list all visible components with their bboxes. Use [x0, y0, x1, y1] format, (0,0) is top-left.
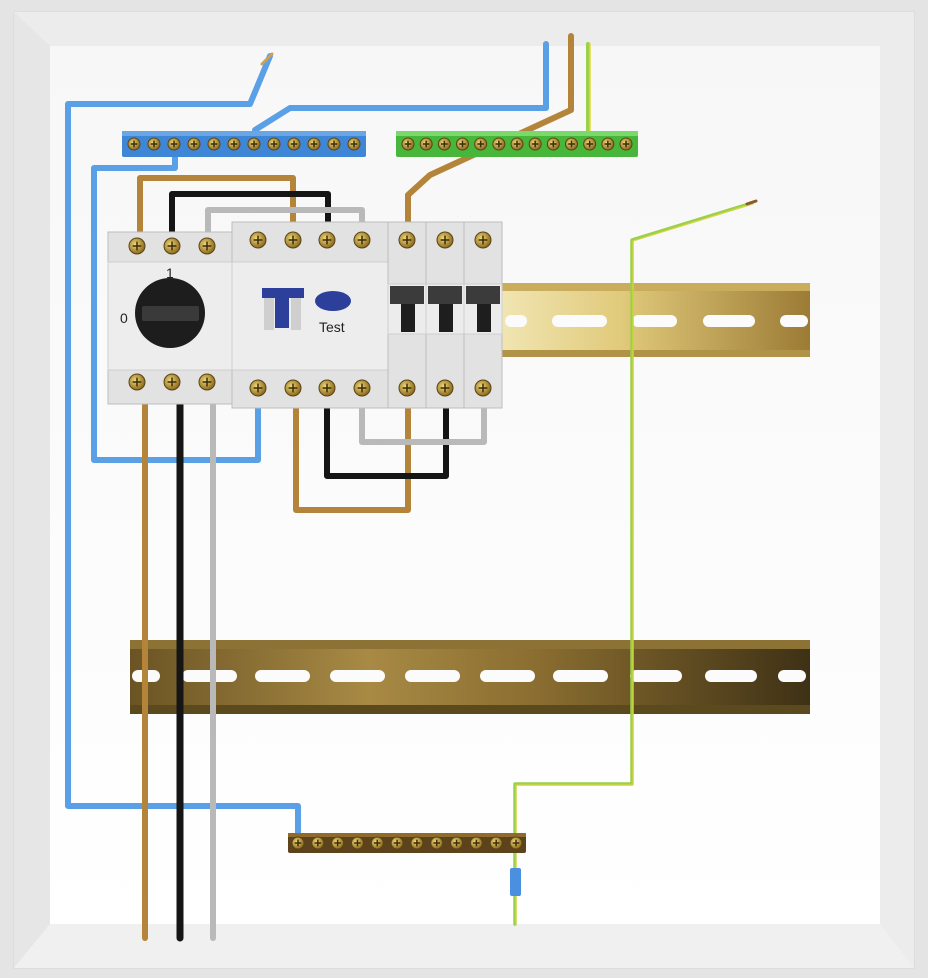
terminal-screw [331, 836, 345, 850]
rcd-test-label: Test [319, 319, 345, 335]
terminal-screw [247, 137, 261, 151]
terminal-screw [207, 137, 221, 151]
terminal-screw [267, 137, 281, 151]
mcb-top-terminal [474, 231, 492, 249]
din-rail-lower [130, 640, 810, 714]
terminal-screw [450, 836, 464, 850]
switch-bottom-terminal [163, 373, 181, 391]
terminal-screw [347, 137, 361, 151]
switch-off-label: 0 [120, 310, 128, 326]
mcb-breaker [425, 221, 465, 409]
terminal-screw [456, 137, 469, 151]
terminal-screw [307, 137, 321, 151]
terminal-screw [469, 836, 483, 850]
terminal-screw [327, 137, 341, 151]
wire-brown-supply [405, 33, 574, 235]
wire-grey-rcd-breaker [359, 397, 487, 445]
switch-top-terminal [198, 237, 216, 255]
mcb-breakers [387, 221, 503, 409]
terminal-screw [583, 137, 597, 151]
rcd-bottom-terminal [284, 379, 302, 397]
switch-bottom-terminal [128, 373, 146, 391]
terminal-screw [311, 836, 325, 850]
terminal-screw [291, 836, 305, 850]
mcb-bottom-terminal [436, 379, 454, 397]
terminal-screw [167, 137, 181, 151]
earth-sleeve [510, 868, 521, 896]
terminal-screw [619, 137, 633, 151]
mcb-toggle[interactable] [477, 304, 491, 332]
rcd-toggle[interactable] [262, 288, 304, 330]
switch-top-terminal [163, 237, 181, 255]
rcd-top-terminal [249, 231, 267, 249]
switch-bottom-terminal [198, 373, 216, 391]
terminal-screw [390, 836, 404, 850]
terminal-screw [410, 836, 424, 850]
terminal-screw [565, 137, 578, 151]
wire-brown-switch-rcd [137, 175, 296, 243]
wire-blue-neutral [91, 149, 261, 463]
terminal-screw [430, 836, 444, 850]
mcb-toggle[interactable] [401, 304, 415, 332]
mcb-breaker [463, 221, 503, 409]
neutral-terminal-bar [122, 131, 366, 157]
rcd-top-terminal [318, 231, 336, 249]
switch-top-terminal [128, 237, 146, 255]
mcb-bottom-terminal [398, 379, 416, 397]
terminal-screw [350, 836, 364, 850]
rcd-bottom-terminal [249, 379, 267, 397]
terminal-screw [419, 137, 433, 151]
terminal-screw [510, 137, 524, 151]
wire-black-rcd-breaker [324, 397, 449, 479]
terminal-screw [287, 137, 301, 151]
wire-grey-switch-rcd [205, 207, 365, 243]
terminal-screw [509, 836, 523, 850]
terminal-screw [127, 137, 141, 151]
terminal-screw [546, 137, 560, 151]
rcd-top-terminal [353, 231, 371, 249]
main-isolator-switch: 1 0 [107, 231, 233, 405]
terminal-screw [370, 836, 384, 850]
rcd-bottom-terminal [318, 379, 336, 397]
terminal-screw [492, 137, 506, 151]
wires [65, 33, 758, 942]
mcb-breaker [387, 221, 427, 409]
terminal-screw [147, 137, 161, 151]
terminal-screw [401, 137, 415, 151]
brass-terminal-bar [288, 833, 526, 853]
wire-brown-rcd-breaker [293, 397, 411, 513]
terminal-screw [528, 137, 542, 151]
mcb-toggle[interactable] [439, 304, 453, 332]
mcb-bottom-terminal [474, 379, 492, 397]
wire-blue-incoming [65, 53, 301, 841]
terminal-screw [474, 137, 488, 151]
mcb-top-terminal [398, 231, 416, 249]
terminal-screw [601, 137, 615, 151]
terminal-screw [489, 836, 503, 850]
terminal-screw [187, 137, 201, 151]
rcd-top-terminal [284, 231, 302, 249]
isolator-handle[interactable] [142, 306, 199, 321]
terminal-screw [227, 137, 241, 151]
rcd-device: Test [231, 221, 389, 409]
wire-blue-supply [252, 41, 549, 133]
din-rail-upper [470, 283, 810, 357]
earth-terminal-bar [396, 131, 638, 157]
rcd-test-button[interactable] [315, 291, 351, 311]
terminal-screw [437, 137, 451, 151]
wire-earth-right [513, 201, 754, 926]
rcd-bottom-terminal [353, 379, 371, 397]
switch-on-label: 1 [166, 265, 174, 281]
mcb-top-terminal [436, 231, 454, 249]
